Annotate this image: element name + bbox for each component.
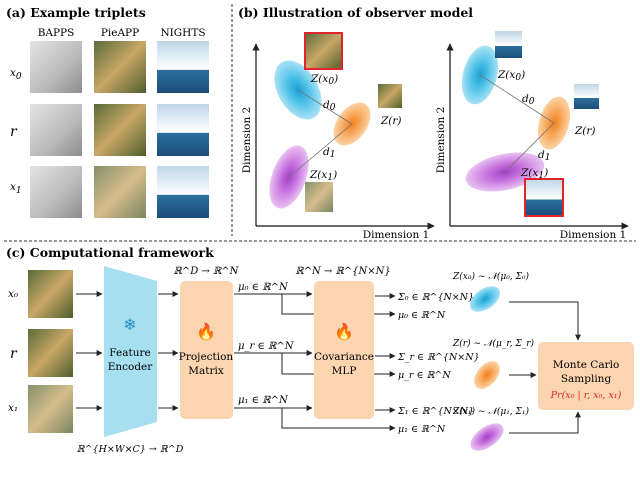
- col-nights: NIGHTS: [160, 27, 205, 39]
- input-label-x1: x₁: [8, 402, 18, 414]
- z-x0-label-right: Z(x0): [497, 69, 525, 83]
- panel-b-title: (b) Illustration of observer model: [238, 5, 473, 20]
- dist-r: Z(r) ∼ 𝒩(μ_r, Σ_r): [452, 338, 535, 349]
- mu1-proj: μ₁ ∈ ℝ^N: [238, 395, 289, 406]
- observer-plot-left: Dimension 2 Dimension 1 Z(x0) Z(r) Z(x1)…: [241, 32, 435, 241]
- mur-proj: μ_r ∈ ℝ^N: [238, 341, 295, 352]
- input-image-x1: [28, 385, 73, 433]
- arrow-x0-sampling: [509, 301, 581, 341]
- distance-d0-left: [297, 89, 353, 125]
- col-bapps: BAPPS: [38, 27, 75, 39]
- sigma1-output: Σ₁ ∈ ℝ^{N×N}: [397, 406, 474, 417]
- x1-thumbnail-right: [524, 178, 564, 217]
- row-label-x1: x1: [10, 181, 22, 196]
- d0-label-right: d0: [522, 93, 535, 107]
- projection-label-2: Matrix: [188, 365, 224, 377]
- sampling-label-2: Sampling: [561, 373, 612, 385]
- covariance-dimension: ℝ^N → ℝ^{N×N}: [295, 266, 390, 277]
- row-label-r: r: [10, 124, 18, 140]
- nights-x0-image: [157, 41, 209, 93]
- input-image-r: [28, 329, 73, 377]
- x1-thumbnail-left: [305, 182, 333, 212]
- feature-encoder-block: [104, 266, 157, 437]
- x0-thumbnail-right: [495, 31, 522, 58]
- mu0-output: μ₀ ∈ ℝ^N: [398, 310, 446, 321]
- distance-d0-right: [479, 74, 555, 124]
- pieapp-x1-image: [94, 166, 146, 218]
- observer-plot-right: Dimension 2 Dimension 1 Z(x0) Z(r) Z(x1)…: [435, 31, 629, 241]
- z-r-label-right: Z(r): [574, 125, 596, 137]
- projection-label-1: Projection: [179, 351, 234, 363]
- col-pieapp: PieAPP: [101, 27, 139, 39]
- encoder-dimension: ℝ^{H×W×C} → ℝ^D: [77, 444, 184, 455]
- axis-y-label-left: Dimension 2: [241, 107, 253, 174]
- input-label-r: r: [10, 346, 18, 362]
- covariance-label-2: MLP: [332, 365, 357, 377]
- encoder-label-1: Feature: [109, 347, 150, 359]
- z-x1-label-right: Z(x1): [520, 167, 548, 181]
- bapps-r-image: [30, 104, 82, 156]
- flame-icon: 🔥: [196, 322, 216, 341]
- row-label-x0: x0: [10, 67, 22, 82]
- r-thumbnail-left: [378, 84, 402, 108]
- mu1-bypass: [281, 408, 396, 431]
- panel-c-title: (c) Computational framework: [6, 245, 214, 260]
- snowflake-icon: ❄: [123, 315, 136, 334]
- axis-y-label-right: Dimension 2: [435, 107, 447, 174]
- input-label-x0: x₀: [8, 288, 19, 300]
- d0-label-left: d0: [323, 99, 336, 113]
- distance-d1-right: [504, 122, 555, 173]
- gaussian-x1: [470, 423, 504, 451]
- sampling-output: Pr(x₀ | r, x₀, x₁): [550, 390, 622, 401]
- gaussian-x0: [469, 286, 501, 312]
- bapps-x1-image: [30, 166, 82, 218]
- pieapp-r-image: [94, 104, 146, 156]
- dist-x0: Z(x₀) ∼ 𝒩(μ₀, Σ₀): [452, 271, 530, 282]
- nights-x1-image: [157, 166, 209, 218]
- monte-carlo-block: [538, 342, 634, 410]
- encoder-label-2: Encoder: [108, 361, 154, 373]
- sampling-label-1: Monte Carlo: [553, 359, 620, 371]
- covariance-mlp-block: [314, 281, 374, 419]
- projection-matrix-block: [180, 281, 233, 419]
- axis-x-label-left: Dimension 1: [363, 229, 430, 241]
- sigma0-output: Σ₀ ∈ ℝ^{N×N}: [397, 292, 474, 303]
- d1-label-left: d1: [323, 146, 335, 160]
- input-image-x0: [28, 270, 73, 318]
- z-x0-label-left: Z(x0): [310, 73, 338, 87]
- bapps-x0-image: [30, 41, 82, 93]
- dist-x1: Z(x₁) ∼ 𝒩(μ₁, Σ₁): [452, 406, 530, 417]
- x0-thumbnail-left: [304, 32, 343, 70]
- z-r-label-left: Z(r): [380, 115, 402, 127]
- mu0-proj: μ₀ ∈ ℝ^N: [238, 282, 289, 293]
- triplet-grid: [30, 41, 209, 218]
- r-thumbnail-right: [574, 84, 599, 109]
- projection-dimension: ℝ^D → ℝ^N: [174, 266, 240, 277]
- sigmar-output: Σ_r ∈ ℝ^{N×N}: [397, 352, 480, 363]
- mu1-output: μ₁ ∈ ℝ^N: [398, 424, 446, 435]
- arrow-x1-sampling: [509, 411, 581, 434]
- pieapp-x0-image: [94, 41, 146, 93]
- z-x1-label-left: Z(x1): [309, 169, 337, 183]
- panel-a-title: (a) Example triplets: [6, 5, 146, 20]
- flame-icon: 🔥: [334, 322, 354, 341]
- axis-x-label-right: Dimension 1: [560, 229, 627, 241]
- mur-output: μ_r ∈ ℝ^N: [398, 370, 451, 381]
- covariance-label-1: Covariance: [314, 351, 374, 363]
- gaussian-r: [474, 361, 500, 389]
- d1-label-right: d1: [538, 149, 550, 163]
- nights-r-image: [157, 104, 209, 156]
- distance-d1-left: [288, 123, 353, 178]
